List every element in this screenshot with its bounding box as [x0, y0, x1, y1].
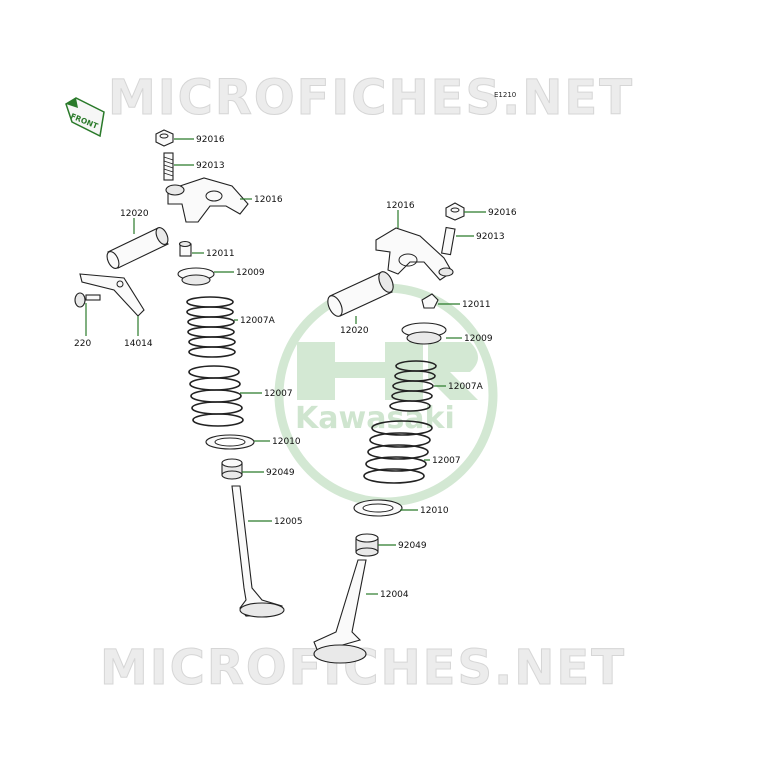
callout-92016-left: 92016 — [196, 135, 225, 145]
pivot-right — [421, 293, 439, 309]
seat-washer-left — [205, 434, 255, 450]
callout-220: 220 — [74, 339, 91, 349]
rocker-arm-right — [375, 227, 454, 281]
outer-spring-left — [188, 365, 244, 427]
callout-12020-left: 12020 — [120, 209, 149, 219]
nut-left — [155, 129, 174, 147]
stem-seal-left — [221, 458, 243, 480]
inner-spring-right — [389, 360, 437, 412]
callout-12007a-left: 12007A — [240, 316, 276, 326]
callout-12007-left: 12007 — [264, 389, 293, 399]
callout-12007-right: 12007 — [432, 456, 461, 466]
right-assembly — [313, 202, 465, 664]
callout-92049-right: 92049 — [398, 541, 427, 551]
pivot-left — [178, 240, 192, 257]
retainer-left — [177, 267, 215, 286]
inner-spring-left — [186, 296, 236, 358]
kawasaki-logo-text: Kawasaki — [295, 401, 455, 436]
callout-12016-right: 12016 — [386, 201, 415, 211]
adjust-screw-right — [440, 226, 456, 256]
callout-12009-left: 12009 — [236, 268, 265, 278]
bolt-220 — [74, 292, 101, 308]
callout-92013-left: 92013 — [196, 161, 225, 171]
callout-14014: 14014 — [124, 339, 153, 349]
rocker-arm-left — [165, 177, 249, 223]
callout-12007a-right: 12007A — [448, 382, 484, 392]
seat-washer-right — [353, 499, 403, 517]
callout-92013-right: 92013 — [476, 232, 505, 242]
callout-12010-left: 12010 — [272, 437, 301, 447]
callout-92016-right: 92016 — [488, 208, 517, 218]
nut-right — [445, 202, 465, 221]
leader-lines — [85, 138, 486, 595]
callout-12009-right: 12009 — [464, 334, 493, 344]
callout-12011-right: 12011 — [462, 300, 491, 310]
adjust-screw-left — [163, 152, 174, 181]
outer-spring-right — [363, 420, 433, 484]
stem-seal-right — [355, 533, 379, 557]
valve-right — [313, 559, 367, 664]
callout-12005: 12005 — [274, 517, 303, 527]
callout-12016-left: 12016 — [254, 195, 283, 205]
valve-left — [231, 485, 285, 618]
callout-12020-right: 12020 — [340, 326, 369, 336]
rocker-shaft-left — [106, 227, 169, 269]
diagram-code: E1210 — [494, 91, 516, 99]
callout-12011-left: 12011 — [206, 249, 235, 259]
front-arrow-icon: FRONT — [65, 97, 105, 138]
callout-12004: 12004 — [380, 590, 409, 600]
watermark-top: MICROFICHES.NET — [108, 70, 634, 126]
retainer-right — [401, 322, 447, 345]
left-assembly — [74, 129, 285, 618]
callout-12010-right: 12010 — [420, 506, 449, 516]
watermark-bottom: MICROFICHES.NET — [100, 640, 626, 696]
rocker-shaft-right — [327, 271, 394, 317]
callout-92049-left: 92049 — [266, 468, 295, 478]
